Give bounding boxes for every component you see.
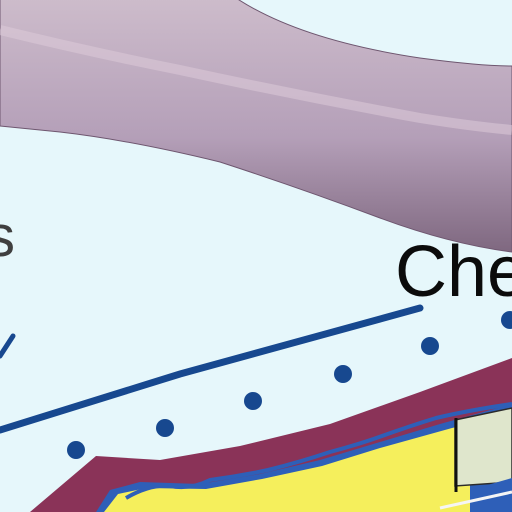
dot [501, 311, 512, 329]
boundary-line [0, 304, 424, 434]
curved-band-highlight [0, 25, 512, 135]
arrow-fragment [0, 333, 16, 359]
yellow-layer [104, 424, 470, 512]
lower-band [470, 478, 512, 512]
dot [67, 441, 85, 459]
wavy-vein [124, 402, 512, 500]
dot [334, 365, 352, 383]
dot [156, 419, 174, 437]
dotted-line [67, 311, 512, 512]
grey-block [454, 407, 512, 487]
label-fragment-left: s [0, 204, 15, 269]
label-fragment-right: Che [395, 232, 512, 312]
dot [421, 337, 439, 355]
dot [244, 392, 262, 410]
lower-band-line [439, 490, 512, 510]
